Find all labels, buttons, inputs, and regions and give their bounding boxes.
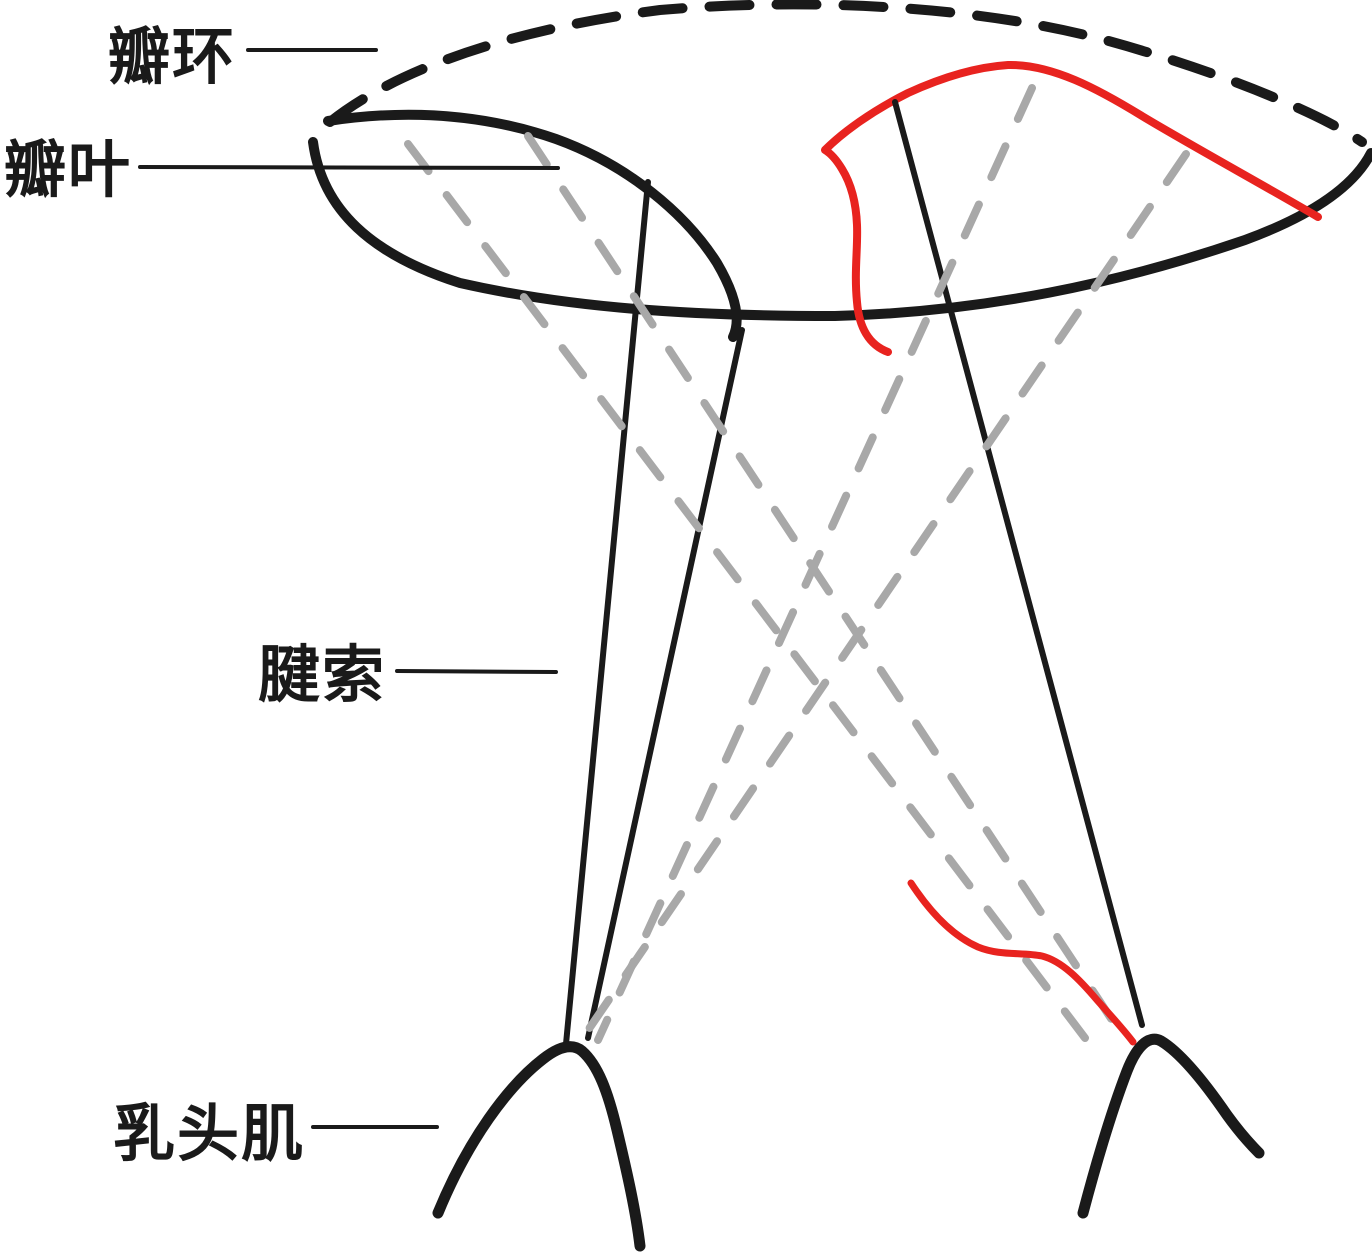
- slack-chorda-dashed-4: [576, 150, 1190, 1046]
- slack-chorda-dashed-3: [594, 84, 1036, 1044]
- annulus-label: 瓣环: [108, 24, 236, 92]
- slack-chorda-dashed-2: [524, 132, 1120, 1030]
- left-papillary-muscle: [432, 1041, 646, 1252]
- leaflet-label-line: [138, 165, 560, 170]
- papillary-muscle-label: 乳头肌: [113, 1100, 305, 1169]
- anterior-leaflet-edge: [323, 109, 742, 342]
- chorda-line-left-2: [585, 327, 745, 1041]
- annulus-solid-arc: [308, 137, 1372, 321]
- leaflet-label: 瓣叶: [4, 137, 132, 205]
- right-papillary-muscle: [1077, 1033, 1265, 1219]
- slack-chorda-dashed-1: [404, 140, 1089, 1042]
- chordae-label-line: [395, 669, 558, 674]
- annulus-dashed-arc: [325, 0, 1367, 147]
- chorda-line-right: [892, 99, 1145, 1028]
- posterior-leaflet-outline-red: [821, 60, 1322, 356]
- chorda-line-left-1: [563, 179, 651, 1047]
- chordae-label: 腱索: [258, 642, 386, 710]
- ruptured-chorda-red: [907, 879, 1137, 1046]
